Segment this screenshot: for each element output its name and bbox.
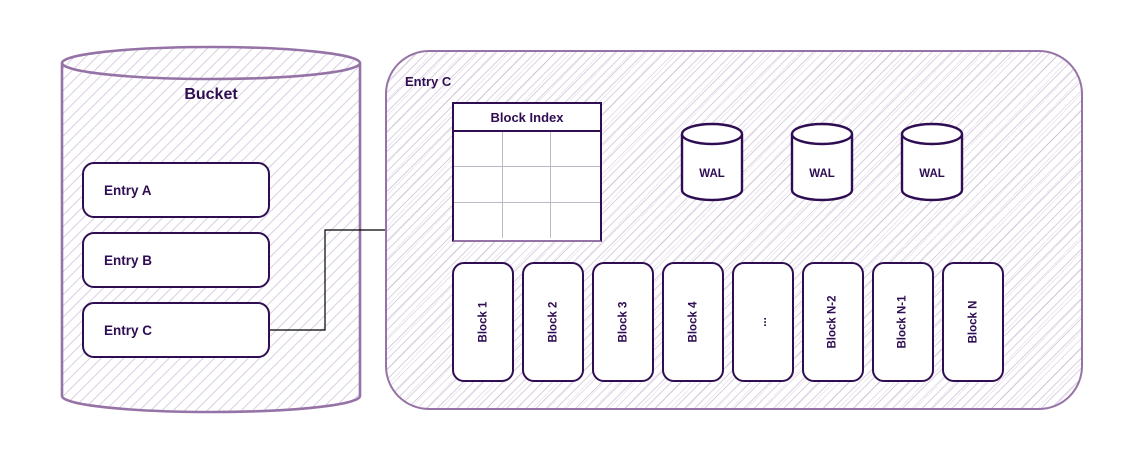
wal-cylinder-shape [680, 122, 744, 202]
wal-label: WAL [699, 168, 725, 180]
block-index-cell [551, 167, 600, 203]
block-index-cell [503, 202, 552, 238]
block-index-cell [502, 132, 552, 168]
wal-cylinder-2: WAL [790, 122, 854, 202]
entry-b-label: Entry B [104, 252, 153, 268]
block-2-label: Block 2 [546, 301, 559, 343]
block-n-1-box: Block N-1 [872, 262, 934, 382]
entry-a-box: Entry A [82, 162, 270, 218]
block-2-box: Block 2 [522, 262, 584, 382]
block-1-box: Block 1 [452, 262, 514, 382]
block-3-label: Block 3 [616, 301, 629, 343]
block-index-cell [454, 132, 503, 168]
block-ellipsis-label: ... [757, 317, 769, 327]
block-index-grid [454, 132, 600, 238]
block-index-table: Block Index [452, 102, 602, 242]
entry-c-panel: Entry C Block Index WAL [385, 50, 1083, 410]
block-index-cell [454, 167, 503, 203]
block-ellipsis-box: ... [732, 262, 794, 382]
block-1-label: Block 1 [476, 301, 489, 343]
block-4-box: Block 4 [662, 262, 724, 382]
wal-label: WAL [919, 168, 945, 180]
wal-label: WAL [809, 168, 835, 180]
block-n-2-box: Block N-2 [802, 262, 864, 382]
block-index-cell [502, 167, 552, 203]
entry-b-box: Entry B [82, 232, 270, 288]
block-n-1-label: Block N-1 [896, 295, 909, 349]
entry-c-box: Entry C [82, 302, 270, 358]
block-index-cell [551, 203, 600, 238]
block-index-cell [551, 132, 600, 168]
block-4-label: Block 4 [686, 301, 699, 343]
block-index-title: Block Index [454, 104, 600, 132]
wal-cylinder-shape [900, 122, 964, 202]
block-n-box: Block N [942, 262, 1004, 382]
wal-cylinder-3: WAL [900, 122, 964, 202]
entry-a-label: Entry A [104, 182, 152, 198]
bucket-label: Bucket [184, 86, 238, 103]
block-n-label: Block N [966, 300, 979, 344]
block-n-2-label: Block N-2 [826, 295, 839, 349]
block-index-cell [454, 202, 503, 238]
entry-c-label: Entry C [104, 322, 153, 338]
wal-cylinder-shape [790, 122, 854, 202]
block-3-box: Block 3 [592, 262, 654, 382]
panel-title: Entry C [405, 74, 452, 89]
wal-cylinder-1: WAL [680, 122, 744, 202]
